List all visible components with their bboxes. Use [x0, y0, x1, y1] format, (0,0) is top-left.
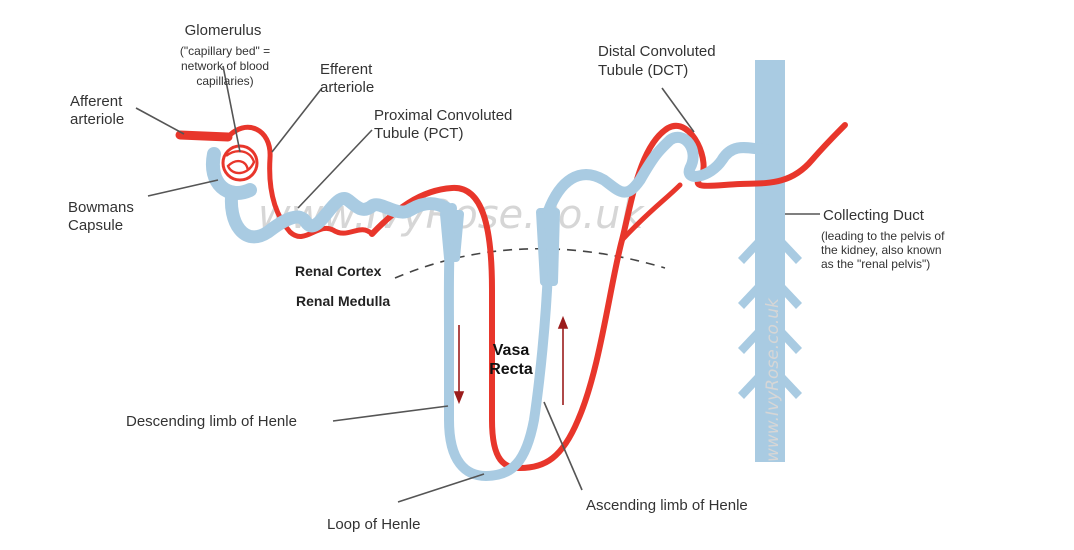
vasa-recta	[369, 122, 848, 471]
nephron-tubule	[205, 132, 776, 481]
cortex-medulla-boundary	[394, 247, 666, 279]
label-glomerulus-note-3: capillaries)	[196, 74, 253, 88]
label-renal-cortex: Renal Cortex	[295, 263, 382, 279]
ascending-limb	[542, 132, 776, 218]
label-glomerulus: Glomerulus	[185, 22, 262, 39]
label-dct-2: Tubule (DCT)	[598, 62, 688, 79]
label-collecting-note-3: as the "renal pelvis")	[821, 257, 930, 271]
bowmans-capsule	[205, 147, 257, 200]
label-collecting-note-2: the kidney, also known	[821, 243, 942, 257]
label-descending-limb: Descending limb of Henle	[126, 413, 297, 430]
collecting-duct	[738, 60, 802, 462]
label-glomerulus-note-2: network of blood	[181, 59, 269, 73]
leader-lines	[135, 65, 820, 503]
blood-vessel	[175, 122, 848, 471]
label-renal-medulla: Renal Medulla	[296, 293, 390, 309]
descending-limb	[443, 203, 553, 481]
label-pct-2: Tubule (PCT)	[374, 125, 463, 142]
label-glomerulus-note-1: ("capillary bed" =	[180, 44, 270, 58]
watermark-side: www.IvyRose.co.uk	[763, 297, 783, 462]
label-bowmans-1: Bowmans	[68, 199, 134, 216]
efferent-arteriole	[225, 124, 375, 239]
labels: Glomerulus ("capillary bed" = network of…	[68, 22, 945, 533]
afferent-arteriole	[175, 130, 233, 142]
label-recta: Recta	[489, 361, 533, 378]
label-loop-of-henle: Loop of Henle	[327, 516, 420, 533]
pct-coils	[224, 185, 453, 244]
vasa-recta-branch	[619, 182, 683, 243]
label-bowmans-2: Capsule	[68, 217, 123, 234]
label-ascending-limb: Ascending limb of Henle	[586, 497, 748, 514]
label-efferent-2: arteriole	[320, 79, 374, 96]
flow-arrows	[453, 315, 569, 405]
label-vasa: Vasa	[493, 342, 530, 359]
label-collecting-note-1: (leading to the pelvis of	[821, 229, 945, 243]
label-efferent-1: Efferent	[320, 61, 373, 78]
label-afferent-2: arteriole	[70, 111, 124, 128]
glomerulus-knot	[221, 144, 259, 182]
label-dct-1: Distal Convoluted	[598, 43, 716, 60]
label-pct-1: Proximal Convoluted	[374, 107, 512, 124]
label-collecting-duct: Collecting Duct	[823, 207, 925, 224]
label-afferent-1: Afferent	[70, 93, 123, 110]
